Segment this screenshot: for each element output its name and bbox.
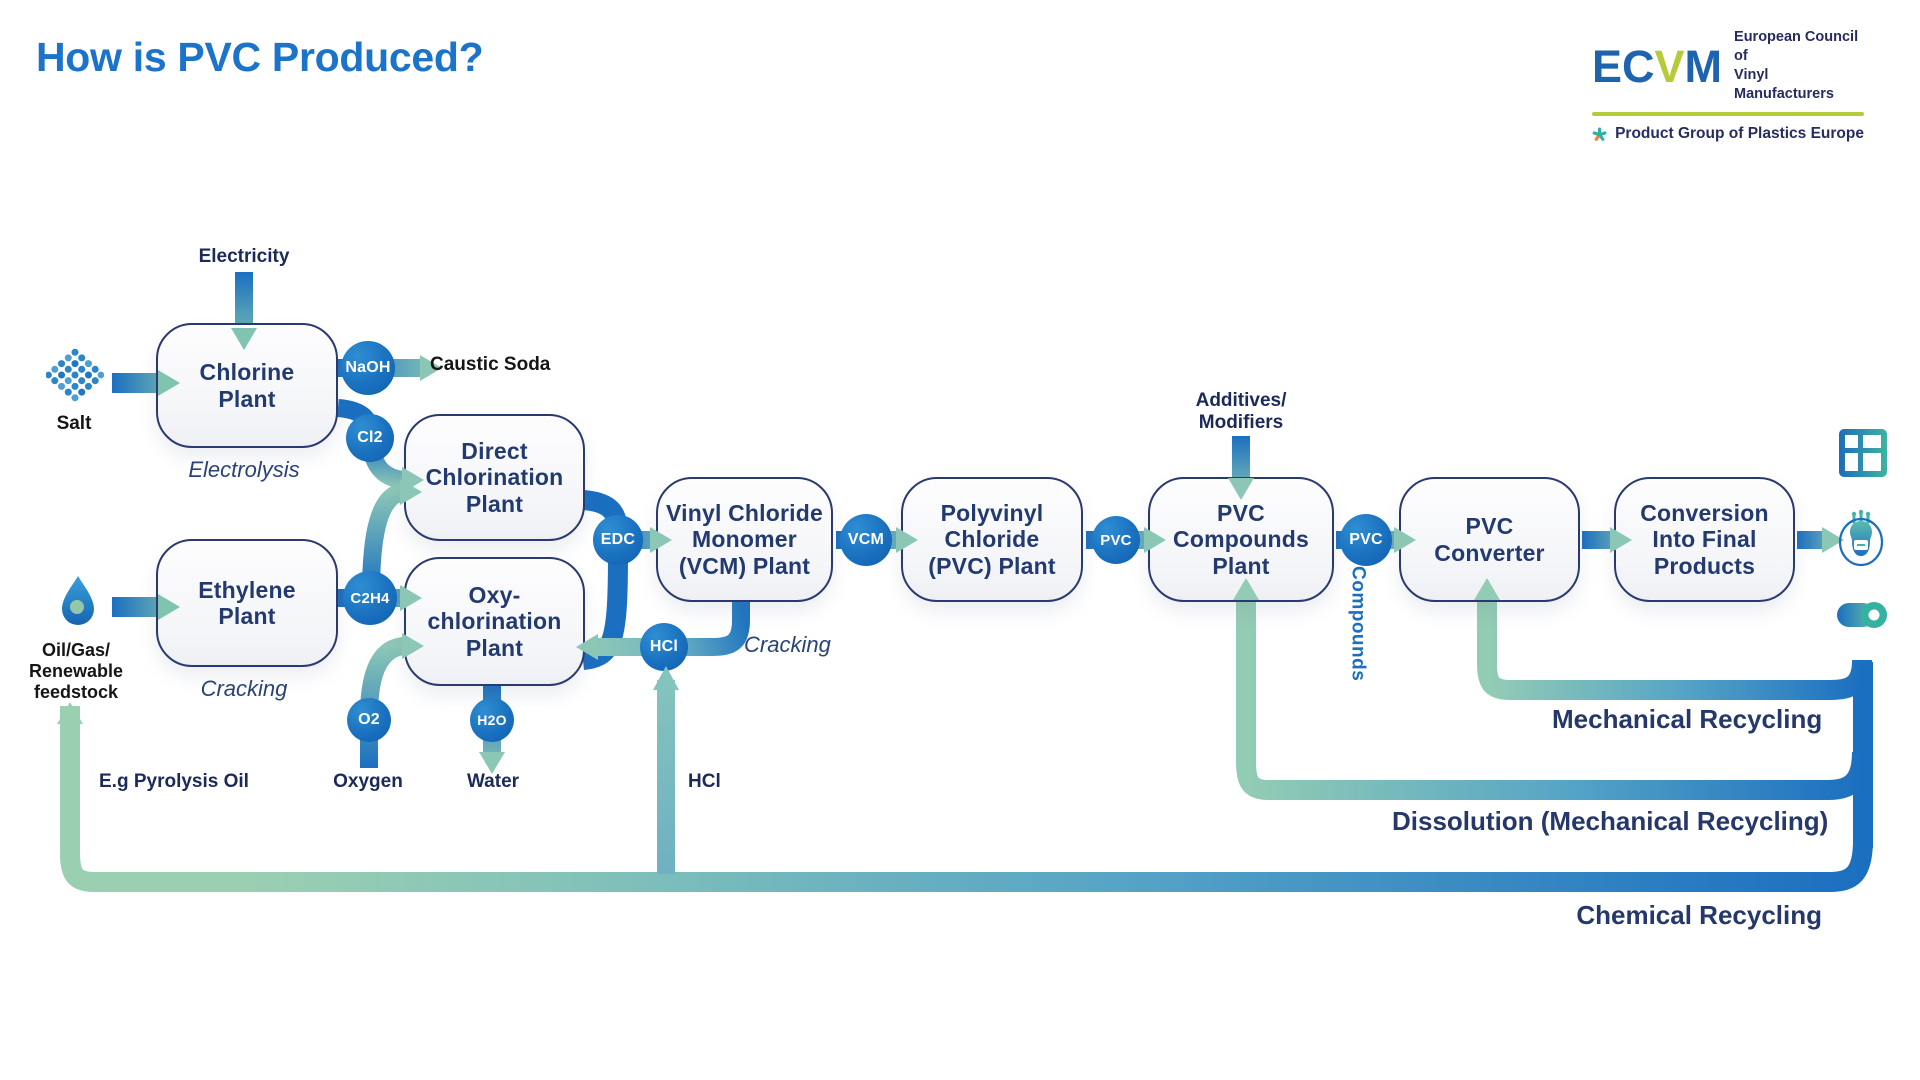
star-icon [1592, 127, 1607, 141]
electrolysis-label: Electrolysis [188, 457, 300, 482]
salt-dots-icon [46, 348, 104, 402]
electricity-label: Electricity [198, 246, 290, 267]
oxygen-label: Oxygen [333, 771, 403, 792]
plant-box-oxychlorination: Oxy- chlorination Plant [404, 557, 585, 686]
mechanical-recycling-label: Mechanical Recycling [1552, 704, 1823, 734]
mechanical-recycling-line [1477, 598, 1872, 700]
pyrolysis-oil-label: E.g Pyrolysis Oil [99, 771, 249, 792]
water-label: Water [466, 771, 520, 792]
plant-box-pvc: Polyvinyl Chloride (PVC) Plant [901, 477, 1083, 602]
node-naoh: NaOH [341, 341, 395, 395]
node-edc: EDC [593, 515, 643, 565]
logo-product-group: Product Group of Plastics Europe [1615, 124, 1864, 142]
node-cl2: Cl2 [346, 414, 394, 462]
plant-box-pvc-compounds: PVC Compounds Plant [1148, 477, 1334, 602]
chemical-recycling-label: Chemical Recycling [1576, 900, 1822, 930]
ecvm-wordmark: ECVM [1592, 44, 1722, 89]
node-c2h4: C2H4 [343, 571, 397, 625]
salt-label: Salt [56, 413, 92, 434]
feedstock-label: Oil/Gas/ Renewable feedstock [28, 640, 124, 703]
logo-tagline: European Council of Vinyl Manufacturers [1734, 29, 1859, 103]
edc-bottom-line [581, 551, 628, 670]
node-o2: O2 [347, 698, 391, 742]
roll-icon [1837, 602, 1887, 628]
page-title: How is PVC Produced? [36, 34, 484, 80]
ecvm-letter-m: M [1684, 40, 1723, 92]
window-icon [1839, 429, 1887, 477]
logo-underline [1592, 111, 1864, 116]
plant-box-conversion-final-products: Conversion Into Final Products [1614, 477, 1795, 602]
cracking-vcm-label: Cracking [744, 632, 831, 657]
guitar-icon [1838, 509, 1884, 567]
node-pvc-2: PVC [1340, 514, 1392, 566]
oil-drop-icon [62, 576, 94, 625]
plant-box-direct-chlorination: Direct Chlorination Plant [404, 414, 585, 541]
node-hcl: HCl [640, 623, 688, 671]
ecvm-letters-ec: EC [1592, 40, 1655, 92]
plant-box-chlorine: Chlorine Plant [156, 323, 338, 448]
chemical-arrowhead [57, 702, 83, 724]
dissolution-recycling-label: Dissolution (Mechanical Recycling) [1392, 806, 1829, 836]
caustic-soda-label: Caustic Soda [430, 354, 551, 375]
node-pvc-1: PVC [1092, 516, 1140, 564]
plant-box-vcm: Vinyl Chloride Monomer (VCM) Plant [656, 477, 833, 602]
dissolution-line [1236, 598, 1872, 800]
plant-box-ethylene: Ethylene Plant [156, 539, 338, 667]
hcl-label: HCl [688, 771, 721, 792]
node-h2o: H2O [470, 698, 514, 742]
node-vcm: VCM [840, 514, 892, 566]
cracking-ethylene-label: Cracking [200, 676, 288, 701]
compounds-vertical-label: Compounds [1347, 566, 1369, 682]
plant-box-pvc-converter: PVC Converter [1399, 477, 1580, 602]
additives-label: Additives/ Modifiers [1195, 390, 1287, 433]
ecvm-letter-v: V [1654, 40, 1685, 92]
ecvm-logo: ECVM European Council of Vinyl Manufactu… [1592, 28, 1864, 144]
